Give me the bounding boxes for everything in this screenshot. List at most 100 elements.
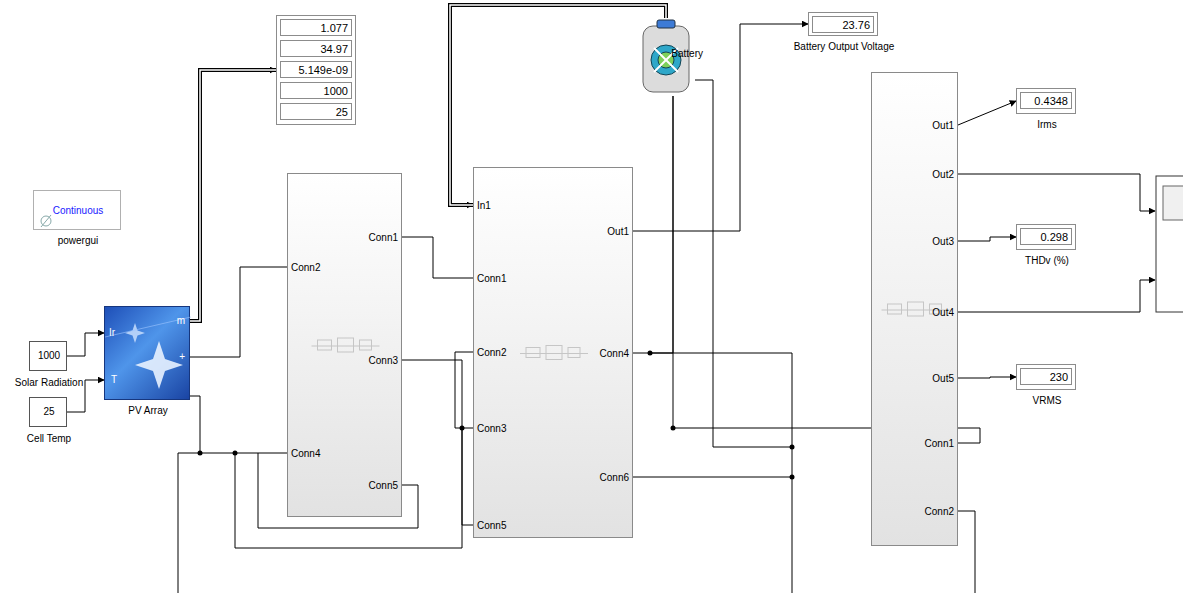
wire (695, 80, 792, 447)
value-cell: 25 (280, 103, 352, 120)
powergui-block: Continuouspowergui (33, 190, 121, 230)
wire (633, 477, 792, 478)
subsystem-block: In1Conn1Conn2Conn3Conn5Out1Conn4Conn6 (473, 167, 633, 538)
port-label: Conn1 (369, 232, 398, 244)
preview-block (338, 338, 354, 352)
sun-glint (135, 341, 183, 389)
value-cell: 5.149e-09 (280, 61, 352, 78)
port-label: Continuous (0, 205, 178, 217)
connector-line (402, 237, 473, 278)
preview-block (546, 346, 562, 360)
signal-connector (633, 96, 673, 353)
signal-connector (402, 237, 473, 278)
port-label: Conn5 (477, 520, 506, 532)
constant-block: 25Cell Temp (29, 397, 67, 427)
signal-connector (958, 101, 1016, 125)
multi-display: 1.077 34.97 5.149e-09 1000 25 (276, 15, 356, 125)
port-label: Conn4 (291, 448, 320, 460)
constant-block: 1000Solar Radiation (29, 341, 67, 371)
port-label: Out5 (932, 373, 954, 385)
sun-glint (125, 323, 145, 343)
port-label: + (179, 351, 185, 363)
port-label: Conn4 (600, 348, 629, 360)
display-value: 0.4348 (1034, 95, 1068, 107)
battery-cap (657, 20, 675, 28)
wire (455, 352, 473, 428)
junction-dot (790, 445, 795, 450)
signal-wire (958, 280, 1155, 312)
value-cell: 34.97 (280, 40, 352, 57)
value-cell: 0.298 (1020, 228, 1072, 245)
display-value: 23.76 (842, 19, 870, 31)
subsystem-block: Conn2Conn4Conn1Conn3Conn5 (287, 173, 402, 517)
block-label: Battery Output Voltage (744, 41, 944, 53)
signal-connector (958, 377, 1016, 378)
extra-wires (178, 80, 1155, 593)
port-label: Conn3 (369, 355, 398, 367)
preview-block (526, 348, 540, 358)
display-value: 25 (336, 106, 348, 118)
port-label: Conn6 (600, 472, 629, 484)
scope-screen (1163, 186, 1183, 220)
port-label: m (177, 315, 185, 327)
value-cell: 1000 (280, 82, 352, 99)
connector-line (958, 237, 1016, 241)
display-block: 23.76Battery Output Voltage (808, 12, 878, 36)
display-block: 230VRMS (1016, 364, 1076, 390)
port-label: Out4 (932, 307, 954, 319)
connector-line (402, 360, 473, 525)
port-label: Conn2 (925, 506, 954, 518)
port-label: T (111, 374, 117, 386)
connector-line (958, 377, 1016, 378)
port-label: Conn2 (477, 347, 506, 359)
wire (178, 453, 200, 593)
value-cell: 230 (1020, 368, 1072, 385)
connector-line (633, 96, 673, 353)
scope-body (1156, 176, 1183, 312)
signal-connector (402, 360, 473, 525)
display-value: 1000 (324, 85, 348, 97)
preview-block (908, 302, 924, 316)
preview-block (360, 340, 372, 350)
signal-connector (958, 237, 1016, 241)
port-label: Battery (671, 48, 703, 60)
gui-icon (41, 215, 51, 227)
value-cell: 1.077 (280, 19, 352, 36)
block-label: powergui (0, 235, 178, 247)
subsystem-preview (312, 338, 380, 352)
preview-block (568, 348, 580, 358)
connector-line (190, 267, 287, 357)
wire (958, 511, 975, 593)
connector-line (190, 70, 276, 321)
display-value: 0.298 (1040, 231, 1068, 243)
port-label: 25 (0, 406, 149, 418)
wire (650, 353, 792, 593)
port-label: Ir (109, 327, 115, 339)
signal-connector (67, 333, 104, 356)
junction-dot (790, 475, 795, 480)
port-label: Conn3 (477, 423, 506, 435)
connector-line (633, 24, 808, 231)
preview-block (888, 304, 902, 314)
value-cell: 23.76 (812, 16, 874, 33)
preview-line (312, 346, 380, 347)
port-label: Out3 (932, 236, 954, 248)
display-block: 0.298THDv (%) (1016, 224, 1076, 250)
port-label: Out1 (607, 226, 629, 238)
connector-line (67, 333, 104, 356)
port-label: Conn1 (925, 438, 954, 450)
signal-connector (633, 24, 808, 231)
battery-block: Battery (637, 18, 695, 96)
subsystem-block: Out1Out2Out3Out4Out5Conn1Conn2 (871, 72, 958, 546)
sub-icon (288, 174, 403, 518)
signal-connector (190, 396, 287, 453)
port-label: Conn1 (477, 273, 506, 285)
block-label: PV Array (48, 405, 248, 417)
connector-line (958, 101, 1016, 125)
block-label: Cell Temp (0, 433, 149, 445)
preview-block (318, 340, 332, 350)
signal-wire (958, 174, 1155, 211)
bus-connector (190, 70, 276, 321)
